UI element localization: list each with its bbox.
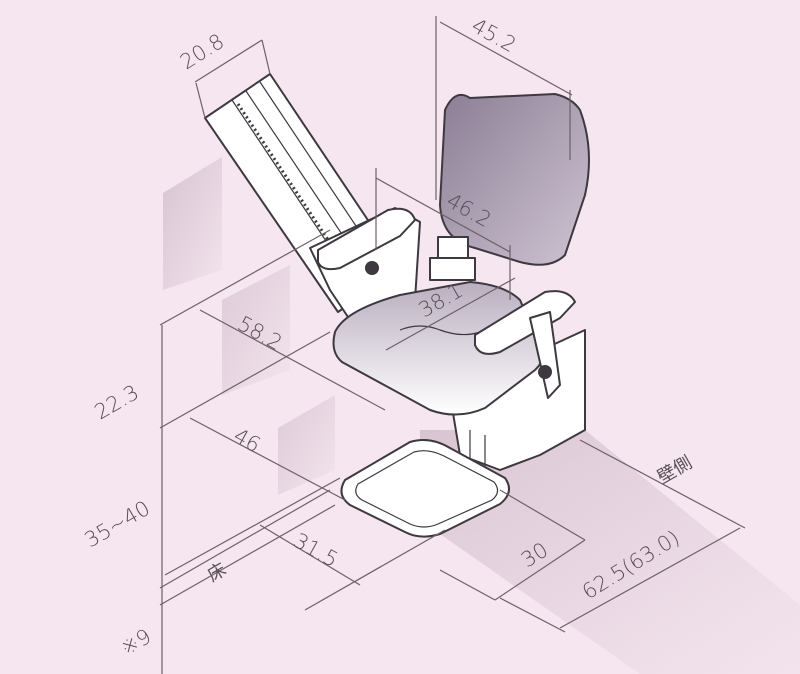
stair-steps xyxy=(163,157,335,495)
seat-back xyxy=(438,92,590,266)
floor-to-seat-label: 35~40 xyxy=(81,496,155,552)
right-armrest xyxy=(474,290,576,399)
seat-back-width-label: 45.2 xyxy=(468,13,521,57)
footrest-depth-label: 31.5 xyxy=(290,528,343,572)
footrest xyxy=(340,439,510,538)
rail-width-label: 20.8 xyxy=(176,29,228,74)
control-box xyxy=(429,236,476,281)
seat-height-label: 22.3 xyxy=(91,380,144,424)
step-height-label: ※9 xyxy=(117,624,156,660)
floor-label: 床 xyxy=(204,559,230,586)
floor-shadow xyxy=(420,430,800,674)
left-armrest xyxy=(317,207,416,271)
wall-side-label: 壁側 xyxy=(654,452,696,488)
chair-depth-label: 46 xyxy=(230,423,265,457)
dimension-lines xyxy=(159,16,746,674)
